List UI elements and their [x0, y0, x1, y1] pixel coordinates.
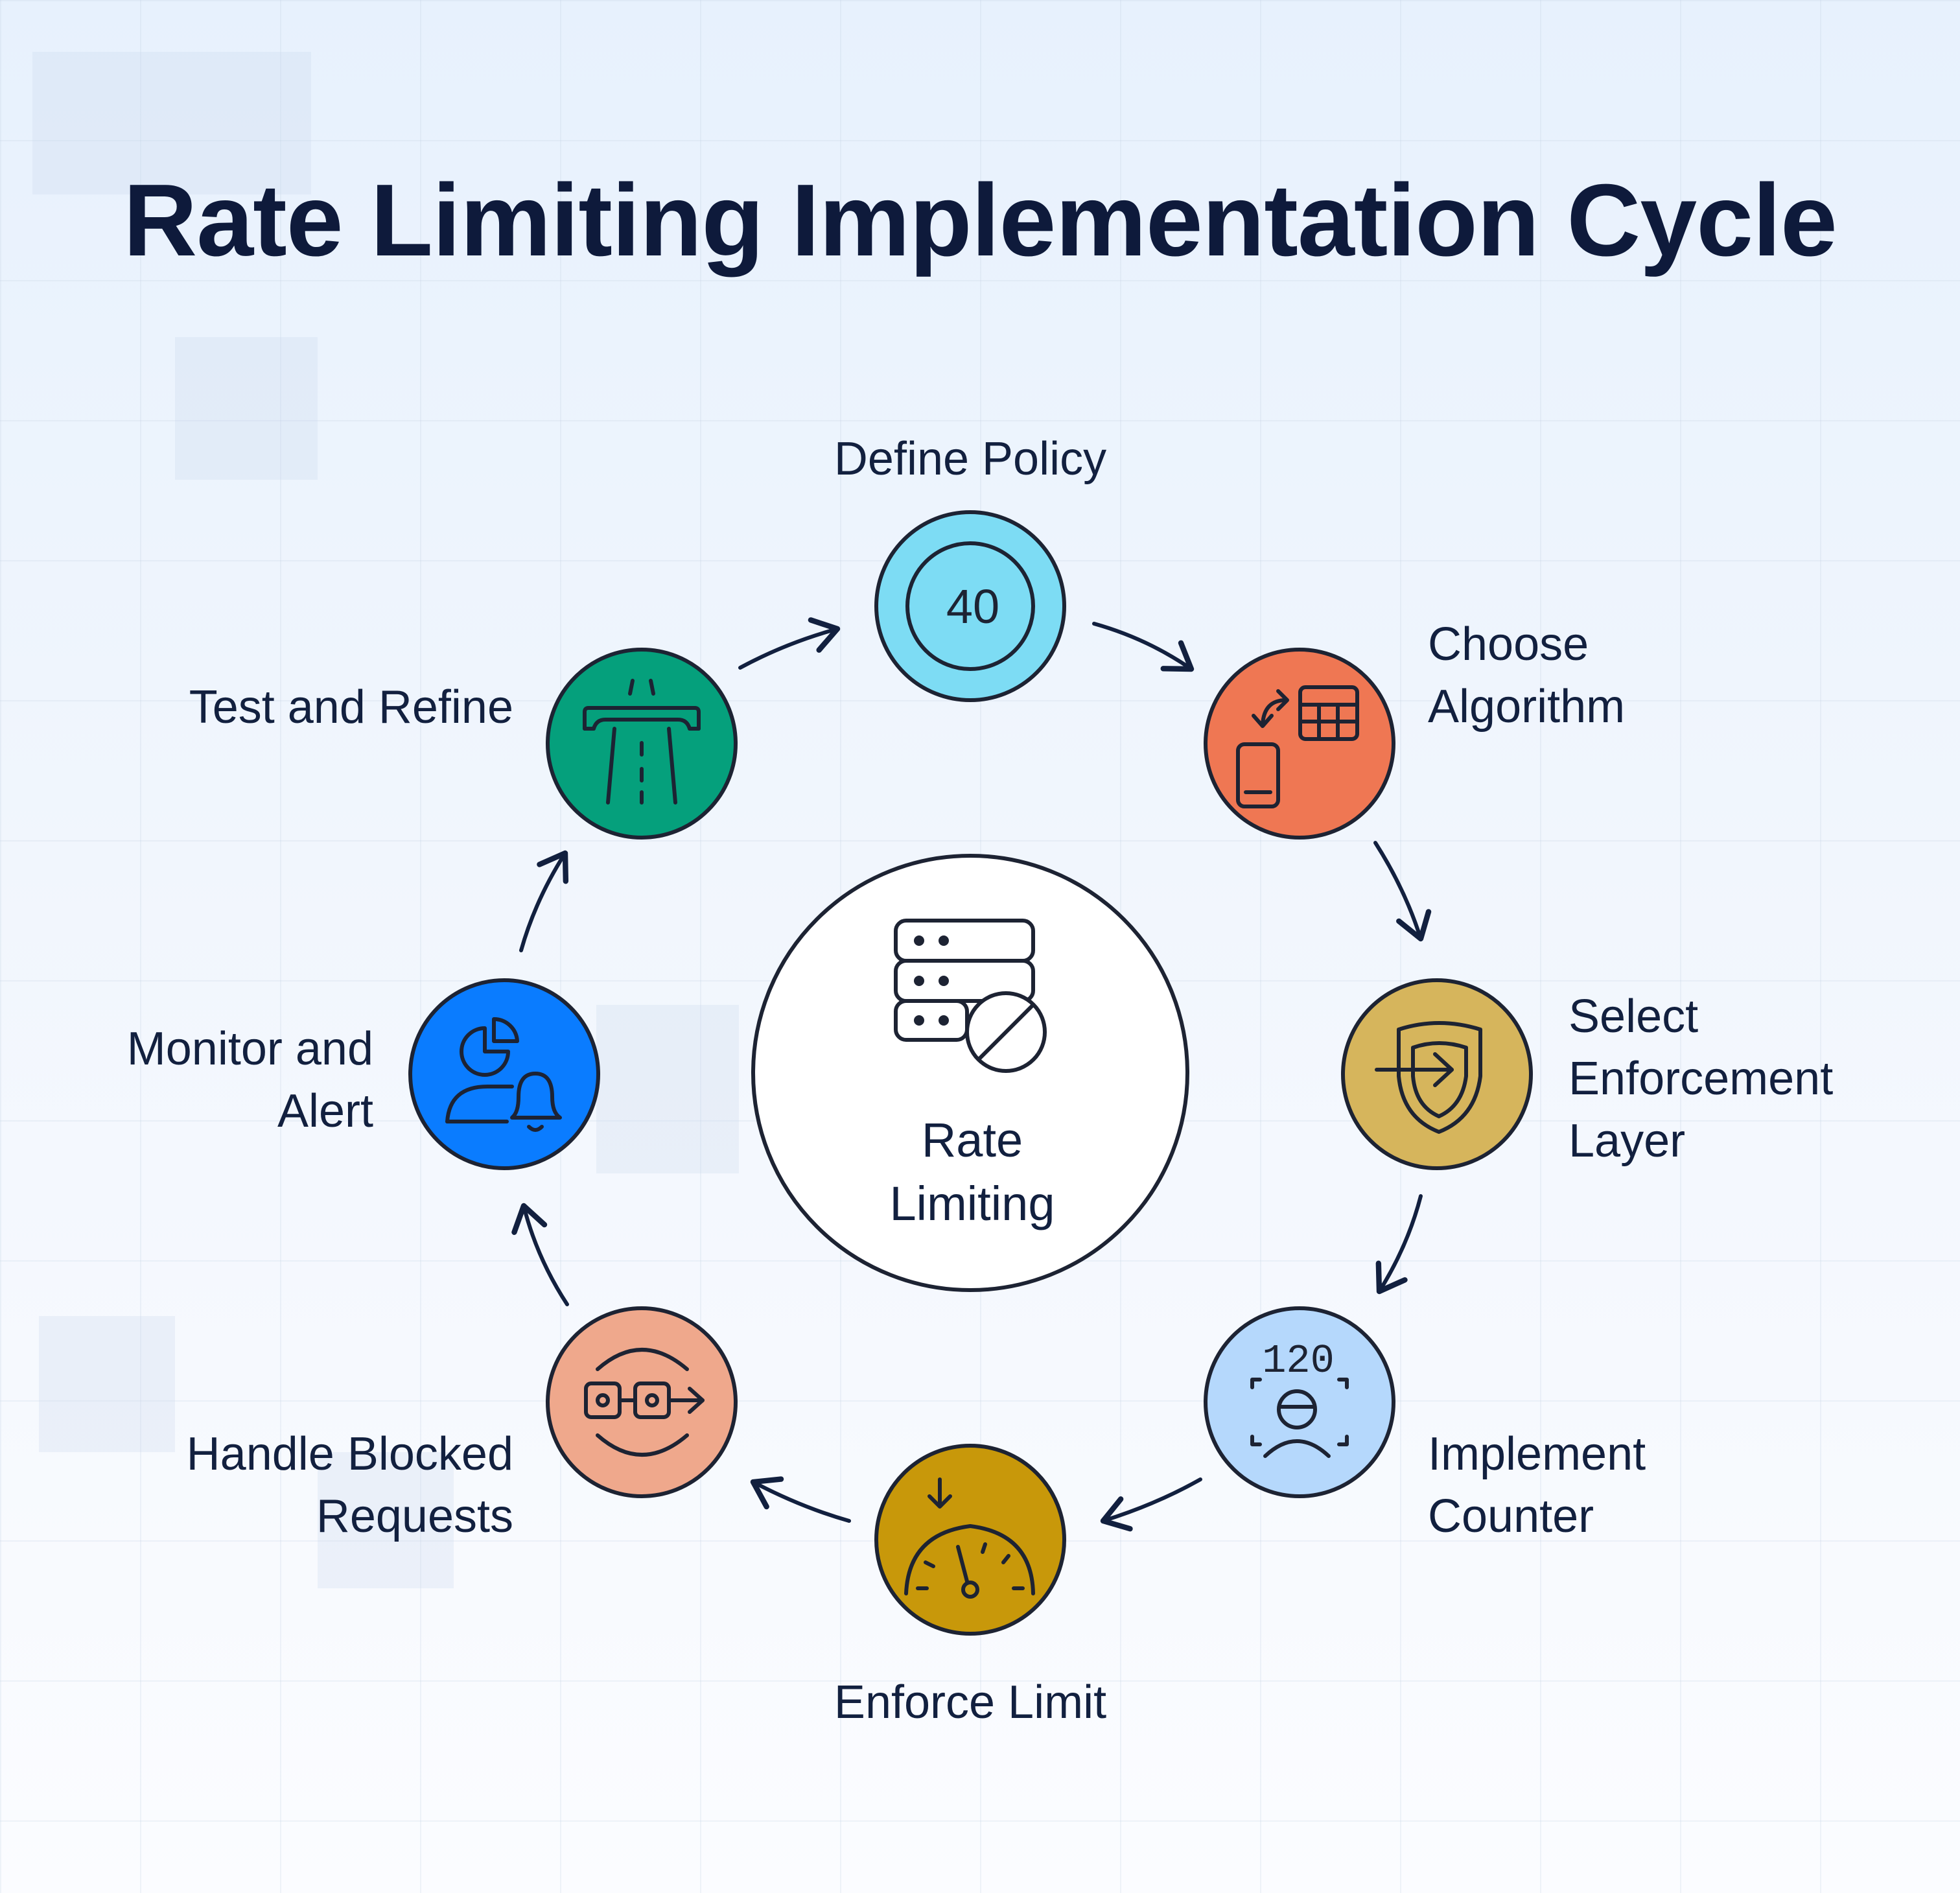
step-label-text: Enforcement	[1569, 1053, 1834, 1105]
arrow-handle-to-monitor	[511, 1203, 569, 1306]
step-handle-blocked-requests	[546, 1306, 738, 1498]
step-label-text: Test and Refine	[189, 681, 513, 733]
user-chart-bell-icon	[445, 1017, 562, 1132]
background-tile	[32, 52, 311, 194]
hub-label: Rate Limiting	[817, 1109, 1128, 1236]
step-enforce-limit	[874, 1444, 1066, 1636]
step-label-test-and-refine: Test and Refine	[124, 676, 513, 738]
background-tile	[39, 1316, 175, 1452]
step-label-text: Choose	[1428, 618, 1589, 670]
device-swap-table-icon	[1236, 685, 1359, 808]
step-label-text: Implement	[1428, 1428, 1646, 1480]
step-choose-algorithm	[1204, 648, 1395, 840]
background-tile	[596, 1005, 739, 1173]
arrow-define-to-choose	[1092, 622, 1195, 672]
step-label-text: Enforce Limit	[834, 1676, 1107, 1728]
step-label-choose-algorithm: Choose Algorithm	[1428, 613, 1625, 738]
hub-circle	[751, 854, 1189, 1292]
speedometer-icon	[904, 1477, 1035, 1599]
gauge-40-icon	[905, 541, 1035, 671]
step-label-text: Select	[1569, 991, 1699, 1042]
server-blocked-icon	[894, 919, 1047, 1073]
gauge-40-value: 40	[946, 580, 999, 633]
arrow-implement-to-enforce	[1100, 1477, 1202, 1532]
step-label-implement-counter: Implement Counter	[1428, 1423, 1646, 1547]
step-test-and-refine	[546, 648, 738, 840]
hub-label-line: Rate	[921, 1113, 1023, 1167]
page-title: Rate Limiting Implementation Cycle	[123, 163, 1838, 277]
step-label-text: Requests	[316, 1490, 513, 1542]
arrow-test-to-define	[738, 617, 841, 670]
step-label-enforce-limit: Enforce Limit	[776, 1671, 1165, 1734]
step-select-enforcement-layer	[1341, 978, 1533, 1170]
counter-120-value: 120	[1262, 1338, 1335, 1384]
background-tile	[175, 337, 318, 480]
step-implement-counter: 120	[1204, 1306, 1395, 1498]
arrow-monitor-to-test	[519, 850, 569, 952]
step-label-text: Counter	[1428, 1490, 1594, 1542]
arrow-choose-to-select	[1373, 841, 1432, 942]
step-monitor-and-alert	[408, 978, 600, 1170]
hub-label-line: Limiting	[889, 1177, 1055, 1230]
step-label-text: Define Policy	[834, 433, 1107, 485]
step-label-select-enforcement-layer: Select Enforcement Layer	[1569, 985, 1833, 1172]
step-label-text: Alert	[277, 1085, 373, 1137]
highway-gate-icon	[583, 679, 701, 805]
shield-enter-icon	[1375, 1021, 1482, 1134]
background-tile	[318, 1452, 454, 1588]
step-label-text: Handle Blocked	[186, 1428, 513, 1480]
arrow-enforce-to-handle	[750, 1476, 851, 1523]
counter-scan-icon	[1250, 1378, 1349, 1458]
step-label-handle-blocked-requests: Handle Blocked Requests	[124, 1423, 513, 1547]
step-define-policy: 40	[874, 510, 1066, 702]
step-label-text: Monitor and	[126, 1023, 373, 1075]
arrow-select-to-implement	[1375, 1194, 1423, 1295]
step-label-text: Algorithm	[1428, 681, 1626, 733]
step-label-define-policy: Define Policy	[776, 428, 1165, 490]
blocked-redirect-icon	[584, 1348, 705, 1457]
step-label-text: Layer	[1569, 1115, 1686, 1167]
step-label-monitor-and-alert: Monitor and Alert	[49, 1018, 373, 1142]
